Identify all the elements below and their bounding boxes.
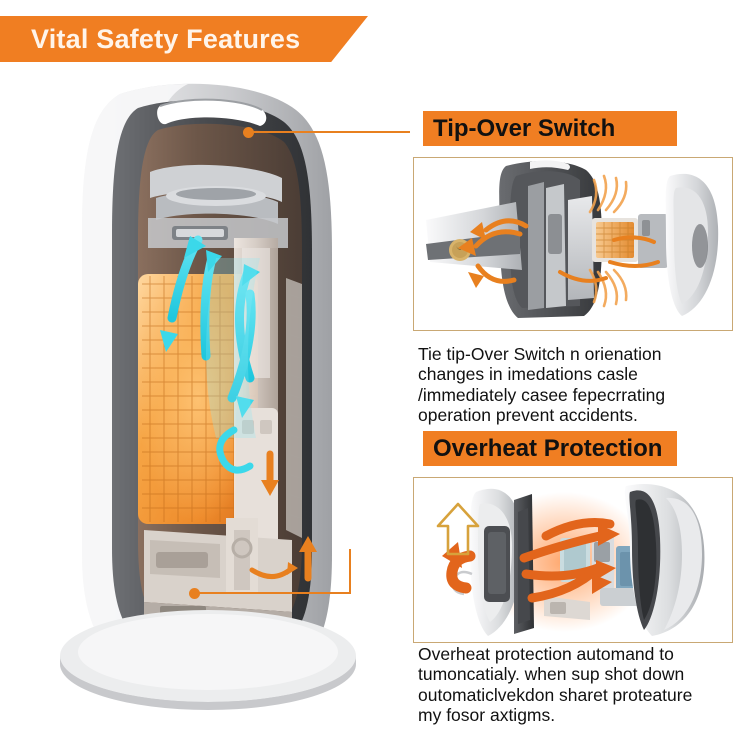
overheat-protection-title: Overheat Protection — [433, 434, 663, 462]
heat-flow-arrow-down — [261, 450, 279, 496]
leader-line-base-horizontal — [198, 592, 351, 595]
back-cover-detached — [624, 484, 705, 636]
tilt-rotation-arrows — [473, 218, 529, 284]
leader-line-base-vertical — [349, 549, 352, 594]
heat-flow-arrow-up — [299, 536, 317, 582]
heat-flow-arrowheads — [592, 524, 620, 594]
leader-line-to-tip-over — [252, 131, 410, 134]
exploded-heater-overheat-svg — [436, 484, 705, 636]
side-vent — [286, 278, 302, 538]
airflow-arrowheads — [160, 236, 260, 418]
internal-heat-arrows — [558, 235, 660, 283]
overheat-protection-description: Overheat protection automand to tumoncat… — [418, 644, 693, 725]
panel-tip-over-switch-image — [413, 157, 733, 331]
carry-handle — [157, 98, 267, 126]
heater-interior — [138, 123, 317, 630]
tip-over-switch-description: Tie tip-Over Switch n orienation changes… — [418, 344, 666, 425]
heat-flow-arrows — [519, 518, 615, 603]
tilt-rotation-arrowheads — [458, 222, 486, 288]
top-chassis — [148, 164, 288, 248]
pedestal-base — [60, 610, 356, 710]
interior-plate-stack — [528, 182, 594, 310]
exploded-heater-tip-over-svg — [426, 160, 719, 318]
page-title: Vital Safety Features — [31, 23, 301, 54]
cutaway-heater-svg — [60, 83, 356, 710]
airflow-hook — [216, 426, 254, 474]
section-heading-tip-over-switch: Tip-Over Switch — [423, 111, 677, 146]
tip-over-switch-title: Tip-Over Switch — [433, 114, 616, 142]
vent-outline-arrow — [436, 502, 480, 556]
exhaust-arrow-left — [442, 542, 476, 594]
hero-product-illustration — [20, 78, 390, 718]
heating-core — [592, 214, 668, 268]
front-cover-detached — [665, 173, 719, 316]
airflow-glow — [206, 258, 260, 438]
section-heading-overheat-protection: Overheat Protection — [423, 431, 677, 466]
mid-dark-plate — [514, 494, 534, 634]
tip-over-lever-assembly — [426, 202, 522, 270]
leader-dot-heater-top — [243, 127, 254, 138]
page-title-banner: Vital Safety Features — [0, 16, 368, 62]
panel-overheat-protection-image — [413, 477, 733, 643]
heat-waves — [588, 174, 628, 308]
leader-dot-heater-base — [189, 588, 200, 599]
